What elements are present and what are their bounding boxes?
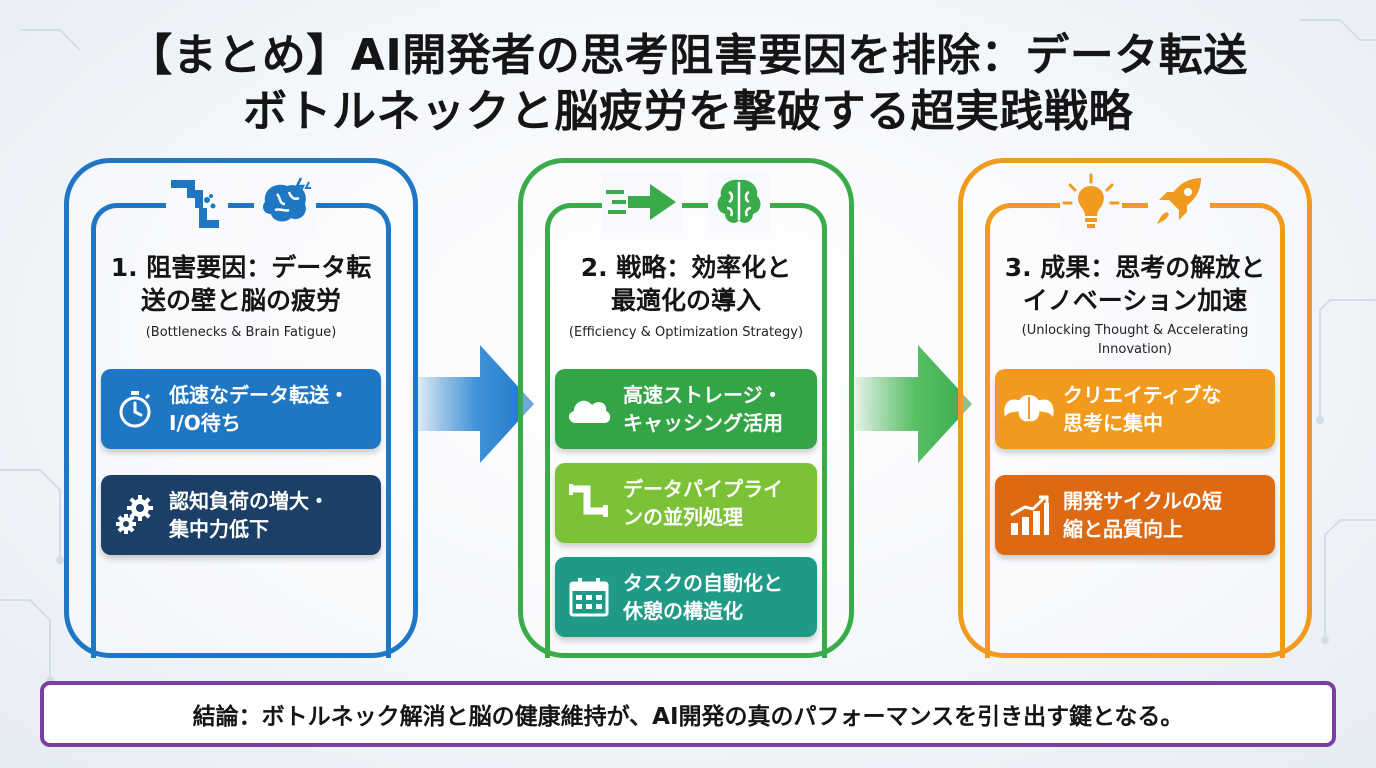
panel-subtitle: (Bottlenecks & Brain Fatigue) xyxy=(145,325,337,340)
calendar-icon xyxy=(555,577,623,617)
panel-title: 3. 成果：思考の解放と イノベーション加速 xyxy=(963,251,1307,317)
page-title-line1: 【まとめ】AI開発者の思考阻害要因を排除：データ転送 xyxy=(128,30,1248,81)
panel-inner-border xyxy=(91,203,391,658)
item-text: 高速ストレージ・ キャッシング活用 xyxy=(623,381,783,437)
panel-subtitle-line: Innovation) xyxy=(1098,342,1172,357)
item-text: 認知負荷の増大・ 集中力低下 xyxy=(169,487,329,543)
leaking-pipe-icon xyxy=(166,171,228,233)
panel-title: 2. 戦略：効率化と 最適化の導入 xyxy=(523,251,849,317)
gears-icon xyxy=(101,492,169,538)
flow-arrow-2 xyxy=(846,345,972,463)
item-text-line: 認知負荷の増大・ xyxy=(169,489,329,513)
list-item: 低速なデータ転送・ I/O待ち xyxy=(101,369,381,449)
panel-title-line: 送の壁と脳の疲労 xyxy=(140,286,341,315)
cloud-icon xyxy=(555,393,623,425)
item-text-line: 集中力低下 xyxy=(169,517,269,541)
item-text: 開発サイクルの短 縮と品質向上 xyxy=(1063,487,1222,543)
item-text-line: キャッシング活用 xyxy=(623,411,783,435)
list-item: データパイプライ ンの並列処理 xyxy=(555,463,817,543)
stressed-brain-icon xyxy=(254,171,316,233)
page-title: 【まとめ】AI開発者の思考阻害要因を排除：データ転送 ボトルネックと脳疲労を撃破… xyxy=(0,28,1376,140)
panel-results: 3. 成果：思考の解放と イノベーション加速 (Unlocking Though… xyxy=(958,158,1312,658)
item-text-line: 低速なデータ転送・ xyxy=(169,383,349,407)
rocket-icon xyxy=(1148,171,1210,233)
fast-arrow-icon xyxy=(602,171,682,233)
panel-icons xyxy=(69,169,413,235)
page-title-line2: ボトルネックと脳疲労を撃破する超実践戦略 xyxy=(243,86,1133,137)
item-text-line: 高速ストレージ・ xyxy=(623,383,783,407)
panel-title-line: イノベーション加速 xyxy=(1022,286,1248,315)
item-text-line: I/O待ち xyxy=(169,411,241,435)
item-text: タスクの自動化と 休憩の構造化 xyxy=(623,569,783,625)
item-text-line: 休憩の構造化 xyxy=(623,599,743,623)
pipeline-icon xyxy=(555,481,623,525)
list-item: 認知負荷の増大・ 集中力低下 xyxy=(101,475,381,555)
panel-inner-border xyxy=(545,203,827,658)
lightbulb-icon xyxy=(1060,171,1122,233)
panel-subtitle: (Efficiency & Optimization Strategy) xyxy=(568,325,804,340)
item-text-line: タスクの自動化と xyxy=(623,571,783,595)
conclusion-box: 結論：ボトルネック解消と脳の健康維持が、AI開発の真のパフォーマンスを引き出す鍵… xyxy=(40,681,1336,747)
item-text: クリエイティブな 思考に集中 xyxy=(1063,381,1221,437)
list-item: 開発サイクルの短 縮と品質向上 xyxy=(995,475,1275,555)
panel-obstacles: 1. 阻害要因：データ転 送の壁と脳の疲労 (Bottlenecks & Bra… xyxy=(64,158,418,658)
list-item: タスクの自動化と 休憩の構造化 xyxy=(555,557,817,637)
panel-icons xyxy=(963,169,1307,235)
panel-title: 1. 阻害要因：データ転 送の壁と脳の疲労 xyxy=(69,251,413,317)
list-item: 高速ストレージ・ キャッシング活用 xyxy=(555,369,817,449)
panel-strategy: 2. 戦略：効率化と 最適化の導入 (Efficiency & Optimiza… xyxy=(518,158,854,658)
brain-icon xyxy=(708,171,770,233)
item-text-line: 縮と品質向上 xyxy=(1063,517,1183,541)
panel-inner-border xyxy=(985,203,1285,658)
growth-chart-icon xyxy=(995,493,1063,537)
panel-title-line: 2. 戦略：効率化と xyxy=(580,253,792,282)
item-text: 低速なデータ転送・ I/O待ち xyxy=(169,381,349,437)
item-text-line: 思考に集中 xyxy=(1063,411,1163,435)
flow-arrow-1 xyxy=(408,345,534,463)
panel-subtitle: (Unlocking Thought & Accelerating Innova… xyxy=(971,321,1299,359)
panel-title-line: 最適化の導入 xyxy=(610,286,761,315)
item-text-line: 開発サイクルの短 xyxy=(1063,489,1222,513)
item-text-line: ンの並列処理 xyxy=(623,505,743,529)
panel-title-line: 1. 阻害要因：データ転 xyxy=(110,253,372,282)
panel-subtitle-line: (Unlocking Thought & Accelerating xyxy=(1021,323,1249,338)
item-text-line: データパイプライ xyxy=(623,477,783,501)
panel-title-line: 3. 成果：思考の解放と xyxy=(1004,253,1266,282)
item-text: データパイプライ ンの並列処理 xyxy=(623,475,783,531)
list-item: クリエイティブな 思考に集中 xyxy=(995,369,1275,449)
item-text-line: クリエイティブな xyxy=(1063,383,1222,407)
winged-brain-icon xyxy=(995,389,1063,429)
panel-icons xyxy=(523,169,849,235)
stopwatch-icon xyxy=(101,388,169,430)
